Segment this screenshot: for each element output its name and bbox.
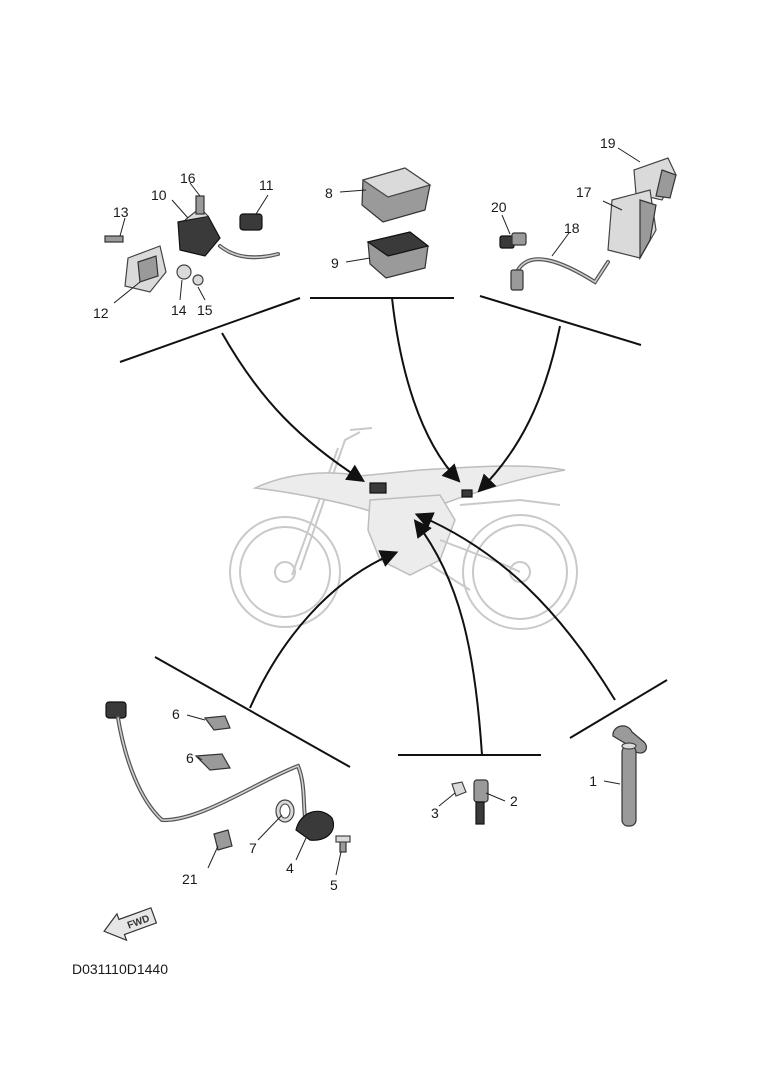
motorcycle-silhouette xyxy=(229,427,578,630)
callout-13: 13 xyxy=(113,204,129,220)
callout-20: 20 xyxy=(491,199,507,215)
callout-2: 2 xyxy=(510,793,518,809)
callout-10: 10 xyxy=(151,187,167,203)
callout-7: 7 xyxy=(249,840,257,856)
callout-18: 18 xyxy=(564,220,580,236)
small-sensor xyxy=(451,779,489,825)
callout-6b: 6 xyxy=(186,750,194,766)
fwd-arrow: FWD xyxy=(103,907,158,942)
relay-assembly xyxy=(104,195,280,293)
battery-and-regulator xyxy=(499,157,677,291)
diagram-code: D031110D1440 xyxy=(72,961,168,977)
pointer-curves xyxy=(221,297,616,756)
leader-lines xyxy=(113,147,641,876)
ecu-units xyxy=(361,167,432,279)
group-brackets xyxy=(119,295,668,768)
callout-19: 19 xyxy=(600,135,616,151)
ignition-coil xyxy=(612,725,648,827)
callout-16: 16 xyxy=(180,170,196,186)
callout-8: 8 xyxy=(325,185,333,201)
callout-5: 5 xyxy=(330,877,338,893)
callout-3: 3 xyxy=(431,805,439,821)
callout-9: 9 xyxy=(331,255,339,271)
callout-15: 15 xyxy=(197,302,213,318)
callout-11: 11 xyxy=(259,177,274,193)
callout-numbers: 1 2 3 4 5 6 6 7 8 9 10 11 12 13 14 15 16… xyxy=(93,135,616,893)
callout-12: 12 xyxy=(93,305,109,321)
callout-6a: 6 xyxy=(172,706,180,722)
callout-4: 4 xyxy=(286,860,294,876)
callout-1: 1 xyxy=(589,773,597,789)
sensor-harness xyxy=(105,701,351,853)
callout-17: 17 xyxy=(576,184,592,200)
callout-14: 14 xyxy=(171,302,187,318)
callout-21: 21 xyxy=(182,871,198,887)
